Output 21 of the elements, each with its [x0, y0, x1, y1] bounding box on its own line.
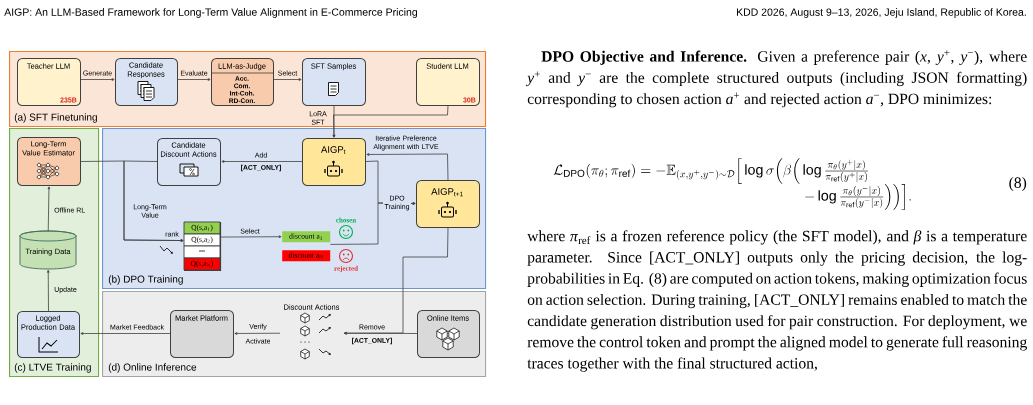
model-box: AIGP$_{t}$	[302, 138, 366, 186]
text-label: AIGP: An LLM-Based Framework for Long-Term Value Alignment in E-Commerce Pricing	[4, 8, 417, 18]
arrow	[47, 186, 51, 232]
model-box: AIGP$_{t+1}$	[416, 180, 480, 228]
arrow	[234, 332, 281, 335]
arrow	[273, 78, 302, 81]
arrow	[343, 331, 418, 335]
arrow	[80, 332, 171, 335]
paragraph: DPO Objective and Inference. Given a preference pair (x, y$^{+}$, y$^{−}$), where y$^{+}$ and y$^{−}$ are the complete structured outputs (including JSON formatting) corresponding to chosen action a$^{+}$ and rejected action a$^{−}$, DPO minimizes:	[525, 50, 1027, 108]
arrow	[177, 78, 211, 81]
arrow	[46, 269, 50, 312]
equation: $\begin{array}{@{}r@{}}\mathcal{L}_{\mathrm{DPO}}(\pi_\theta;\pi_{\mathrm{ref}}) = -\mathbb{E}_{(x,y^+,y^-)\sim\mathcal{D}}\Big[\log\sigma\Big(\beta\Big(\log\frac{\pi_\theta(y^+|x)}{\pi_{\mathrm{ref}}(y^+|x)}\qquad\quad\\[4pt] -\log\frac{\pi_\theta(y^-|x)}{\pi_{\mathrm{ref}}(y^-|x)}\Big)\Big)\Big].\end{array}$	[553, 158, 911, 210]
arrow	[80, 78, 115, 81]
arrow	[221, 160, 303, 163]
paragraph: where π$_{ref}$ is a frozen reference policy (the SFT model), and β is a temperature parameter. Since [ACT_ONLY] outputs only the pricing decision, the log-probabilities in Eq. (8) are computed on action tokens, making optimization focus on action selection. During training, [ACT_ONLY] remains enabled to match the candidate generation distribution used for pair construction. For deployment, we remove the control token and prompt the aligned model to generate full reasoning traces together with the final structured action,	[527, 230, 1027, 372]
arrow	[220, 235, 282, 239]
text-label: (8)	[1009, 176, 1027, 192]
text-label: KDD 2026, August 9–13, 2026, Jeju Island, Republic of Korea.	[737, 8, 1026, 18]
arrow	[366, 153, 449, 181]
arrow	[123, 160, 184, 242]
arrow	[332, 105, 449, 138]
